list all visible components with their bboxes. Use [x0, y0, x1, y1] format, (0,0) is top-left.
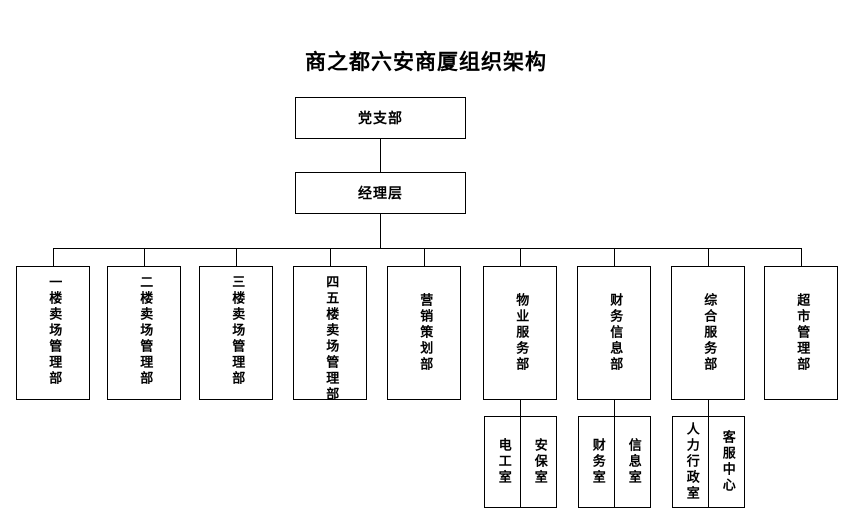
- connector-drop-2: [144, 248, 145, 266]
- node-department-supermarket[interactable]: 超市管理部: [764, 266, 838, 400]
- node-department-marketing[interactable]: 营销策划部: [387, 266, 461, 400]
- node-label: 人力行政室: [683, 422, 699, 502]
- node-label: 党支部: [358, 111, 403, 127]
- node-label: 物业服务部: [513, 293, 529, 373]
- node-label: 二楼卖场管理部: [137, 275, 153, 387]
- connector-property-sub: [520, 400, 521, 416]
- connector-horizontal-bus: [53, 248, 801, 249]
- node-subunit-security-room[interactable]: 安保室: [520, 416, 557, 508]
- connector-drop-9: [801, 248, 802, 266]
- node-label: 营销策划部: [417, 293, 433, 373]
- node-subunit-customer-service-center[interactable]: 客服中心: [708, 416, 745, 508]
- node-label: 超市管理部: [794, 293, 810, 373]
- connector-drop-8: [708, 248, 709, 266]
- connector-level2-bus: [380, 214, 381, 248]
- node-subunit-finance-room[interactable]: 财务室: [578, 416, 615, 508]
- node-department-floor1[interactable]: 一楼卖场管理部: [16, 266, 90, 400]
- node-label: 综合服务部: [701, 293, 717, 373]
- connector-drop-7: [614, 248, 615, 266]
- connector-drop-5: [424, 248, 425, 266]
- node-subunit-hr-admin-room[interactable]: 人力行政室: [672, 416, 709, 508]
- node-label: 一楼卖场管理部: [46, 275, 62, 387]
- node-department-floor3[interactable]: 三楼卖场管理部: [199, 266, 273, 400]
- node-label: 客服中心: [719, 430, 735, 494]
- connector-finance-sub: [614, 400, 615, 416]
- node-department-floor2[interactable]: 二楼卖场管理部: [107, 266, 181, 400]
- node-label: 四五楼卖场管理部: [323, 275, 339, 403]
- node-department-finance-info[interactable]: 财务信息部: [577, 266, 651, 400]
- node-label: 信息室: [625, 438, 641, 486]
- node-label: 经理层: [358, 186, 403, 202]
- connector-general-sub: [708, 400, 709, 416]
- node-department-general-service[interactable]: 综合服务部: [671, 266, 745, 400]
- node-label: 三楼卖场管理部: [229, 275, 245, 387]
- connector-drop-6: [520, 248, 521, 266]
- node-department-property[interactable]: 物业服务部: [483, 266, 557, 400]
- connector-drop-1: [53, 248, 54, 266]
- node-label: 财务信息部: [607, 293, 623, 373]
- connector-level1-level2: [380, 139, 381, 172]
- node-label: 安保室: [531, 438, 547, 486]
- node-label: 财务室: [589, 438, 605, 486]
- connector-drop-3: [236, 248, 237, 266]
- node-label: 电工室: [495, 438, 511, 486]
- node-subunit-electrician-room[interactable]: 电工室: [484, 416, 521, 508]
- connector-drop-4: [330, 248, 331, 266]
- node-management[interactable]: 经理层: [295, 172, 466, 214]
- page-title: 商之都六安商厦组织架构: [305, 49, 547, 74]
- node-subunit-information-room[interactable]: 信息室: [614, 416, 651, 508]
- node-department-floor45[interactable]: 四五楼卖场管理部: [293, 266, 367, 403]
- node-party-branch[interactable]: 党支部: [295, 97, 466, 139]
